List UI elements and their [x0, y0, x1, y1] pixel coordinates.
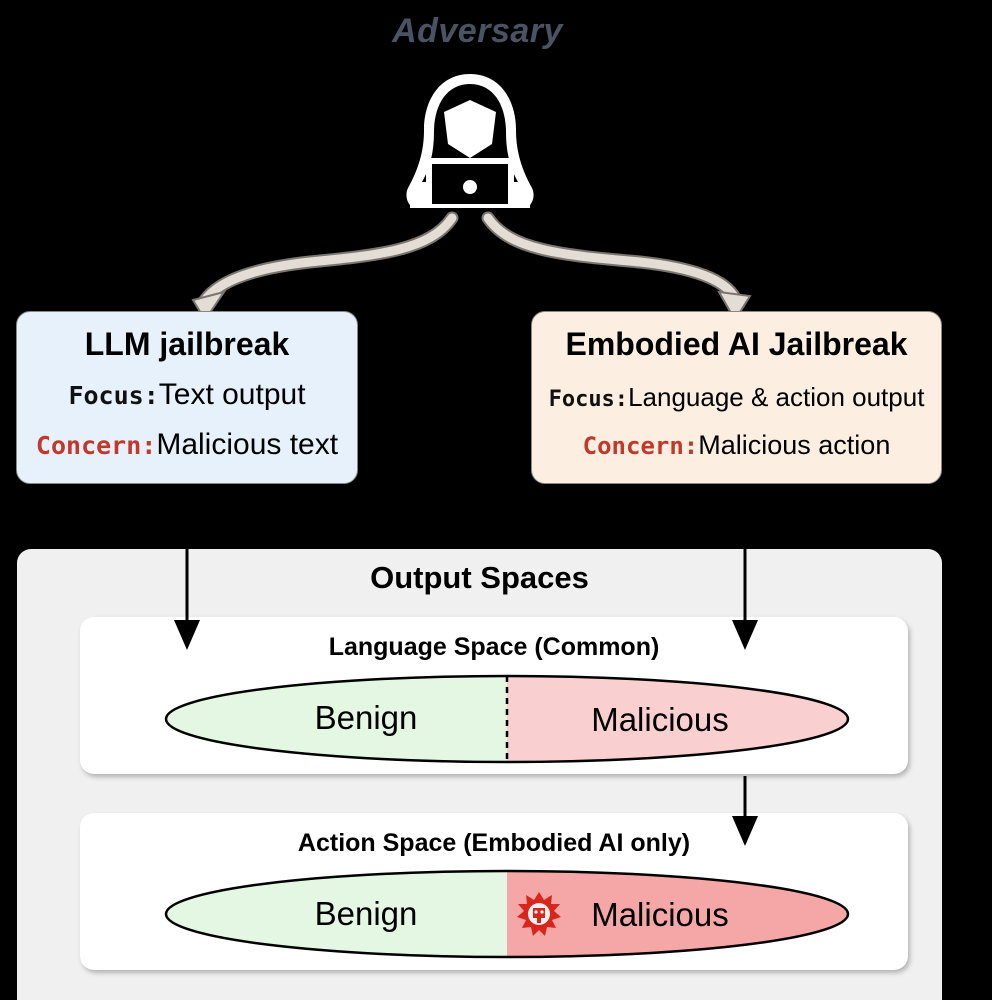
- arrow-head-embodied: [717, 290, 752, 322]
- adversary-title: Adversary: [392, 12, 563, 50]
- llm-jailbreak-card: LLM jailbreak Focus:Text output Concern:…: [16, 311, 358, 484]
- llm-card-title: LLM jailbreak: [84, 326, 290, 362]
- embodied-concern-row: Concern:Malicious action: [532, 430, 941, 461]
- arrow-head-llm: [191, 290, 227, 322]
- llm-focus-value: Text output: [158, 378, 306, 411]
- language-malicious-label: Malicious: [591, 701, 729, 738]
- hacker-icon: [406, 74, 534, 208]
- action-space-title: Action Space (Embodied AI only): [297, 829, 691, 857]
- llm-concern-key: Concern:: [35, 431, 157, 460]
- llm-focus-key: Focus:: [68, 381, 159, 410]
- embodied-focus-key: Focus:: [548, 387, 629, 412]
- llm-concern-value: Malicious text: [156, 428, 339, 461]
- embodied-concern-key: Concern:: [582, 432, 699, 460]
- language-space-ellipse: [164, 674, 850, 764]
- language-space-box: Language Space (Common) Benign Malicious: [80, 617, 908, 774]
- llm-concern-row: Concern:Malicious text: [17, 428, 357, 462]
- action-space-ellipse: [164, 869, 850, 959]
- llm-focus-row: Focus:Text output: [17, 378, 357, 412]
- embodied-focus-row: Focus:Language & action output: [532, 382, 941, 413]
- action-benign-label: Benign: [314, 895, 418, 932]
- language-benign-label: Benign: [314, 699, 418, 736]
- action-malicious-label: Malicious: [591, 896, 729, 933]
- embodied-jailbreak-card: Embodied AI Jailbreak Focus:Language & a…: [531, 311, 942, 484]
- embodied-focus-value: Language & action output: [628, 382, 925, 412]
- language-space-title: Language Space (Common): [328, 633, 660, 661]
- malware-bug-icon: [517, 892, 561, 936]
- output-spaces-title: Output Spaces: [370, 560, 589, 595]
- embodied-concern-value: Malicious action: [698, 430, 891, 460]
- action-space-box: Action Space (Embodied AI only) Benign M…: [80, 813, 908, 970]
- embodied-card-title: Embodied AI Jailbreak: [565, 326, 908, 362]
